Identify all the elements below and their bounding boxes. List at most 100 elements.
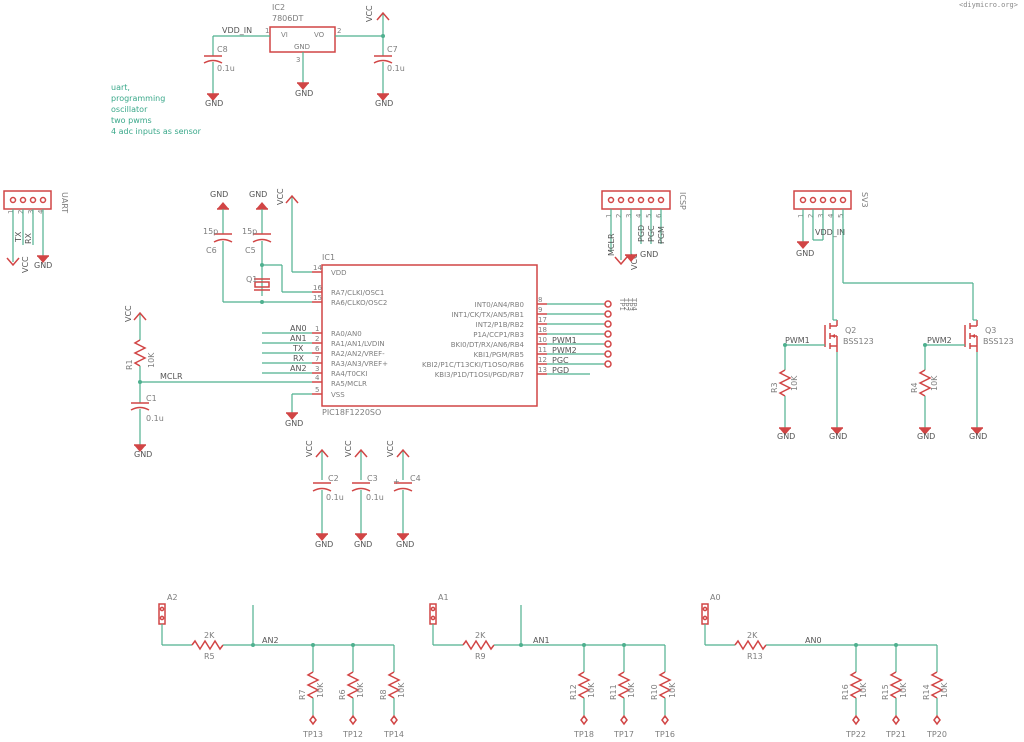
ic1-pin-rb7: KBI3/P1D/T1OSI/PGD/RB7 — [435, 371, 524, 379]
sv3-pin3: 3 — [817, 214, 825, 218]
ic1-pnum-6: 6 — [315, 345, 320, 353]
c2-gnd-text: GND — [315, 540, 333, 549]
sensor-r-val: 10K — [899, 682, 908, 698]
uart-ref: UART — [60, 192, 69, 213]
ic1-pnum-16: 16 — [313, 284, 322, 292]
q3-part: BSS123 — [983, 337, 1014, 346]
c2-vcc-text: VCC — [305, 440, 314, 457]
c6-ref: C6 — [206, 246, 217, 255]
q2-gnd-text: GND — [829, 432, 847, 441]
regulator-ic2: IC2 7806DT VI VO GND 1 2 3 VDD_IN GND VC… — [203, 3, 405, 108]
icsp-ref: ICSP — [678, 192, 687, 210]
ic1-net-tx: TX — [292, 344, 304, 353]
net-vdd-in: VDD_IN — [222, 26, 252, 35]
sensor-testpoint-label: TP22 — [845, 730, 866, 739]
sensor-r-val: 10K — [940, 682, 949, 698]
ic1-net-pgd: PGD — [552, 366, 569, 375]
c3-ref: C3 — [367, 474, 378, 483]
r4-val: 10K — [930, 375, 939, 391]
sensor-testpoint-label: TP13 — [302, 730, 323, 739]
ic1-pnum-2: 2 — [315, 335, 319, 343]
icsp-vcc-text: VCC — [630, 253, 639, 270]
svg-text:+: + — [393, 477, 400, 486]
uart-pin3: 3 — [27, 210, 35, 214]
r1-ref: R1 — [125, 359, 134, 370]
ic1-net-pgc: PGC — [552, 356, 569, 365]
sensor-r-ref: R8 — [379, 689, 388, 700]
ic1-pnum-15: 15 — [313, 294, 322, 302]
sensor-r-val: 10K — [587, 682, 596, 698]
sv3-pin5: 5 — [837, 214, 845, 218]
c3-val: 0.1u — [366, 493, 384, 502]
q1-ref: Q1 — [246, 275, 257, 284]
c4-gnd-text: GND — [396, 540, 414, 549]
ic1-pnum-4: 4 — [315, 374, 320, 382]
tp4-label: TP4 — [630, 297, 638, 311]
ic1-pin-ra4: RA4/T0CKI — [331, 370, 367, 378]
design-notes: uart, programming oscillator two pwms 4 … — [111, 83, 202, 136]
ic1-pin-rb4: BKI0/DT/RX/AN6/RB4 — [451, 341, 525, 349]
ic1-pin-vss: VSS — [331, 391, 345, 399]
ic1-part: PIC18F1220SO — [322, 408, 381, 417]
ic1-pin-rb2: INT2/P1B/RB2 — [476, 321, 524, 329]
ic1-pnum-1: 1 — [315, 325, 319, 333]
ic1-net-an0: AN0 — [290, 324, 307, 333]
c1-gnd-text: GND — [134, 450, 152, 459]
sensor-r-ref: R14 — [922, 684, 931, 700]
ic1-pin-ra2: RA2/AN2/VREF- — [331, 350, 385, 358]
tp2-label: TP2 — [622, 297, 630, 311]
q2-pwm1-net: PWM1 — [785, 336, 810, 345]
uart-rx-net: RX — [24, 232, 33, 244]
icsp-pgc-net: PGC — [647, 225, 656, 242]
ic1-pin-vdd: VDD — [331, 269, 347, 277]
c6-val: 15p — [203, 227, 218, 236]
ic1-pnum-13: 13 — [538, 366, 547, 374]
c7-val: 0.1u — [387, 64, 405, 73]
icsp-connector: ICSP 1 2 3 4 5 6 MCLR PGD PGC PGM VCC GN… — [601, 190, 687, 270]
sensor-r-ref: R10 — [650, 684, 659, 700]
ic2-vo-label: VO — [314, 31, 325, 39]
reset-network: VCC MCLR R1 10K GND C1 0.1u — [124, 305, 312, 459]
sensor-r-val: 10K — [627, 682, 636, 698]
sensor-r-val: 10K — [668, 682, 677, 698]
uart-gnd-text: GND — [34, 261, 52, 270]
uart-tx-net: TX — [14, 231, 23, 243]
ic2-ref: IC2 — [272, 3, 285, 12]
sensor-conn-ref: A2 — [167, 593, 178, 602]
ic1-net-an1: AN1 — [290, 334, 307, 343]
ic2-gnd-label: GND — [294, 43, 310, 51]
ic1-pin-rb1: INT1/CK/TX/AN5/RB1 — [451, 311, 524, 319]
ic1-pnum-14: 14 — [313, 264, 322, 272]
decoupling-caps: VCC GND C2 0.1u VCC GND C3 0.1u VCC + GN… — [305, 440, 421, 549]
q2-part: BSS123 — [843, 337, 874, 346]
c6-gnd-text: GND — [210, 190, 228, 199]
ic1-pin-ra6: RA6/CLKO/OSC2 — [331, 299, 387, 307]
ic1-net-an2: AN2 — [290, 364, 307, 373]
sensor-r-ref: R7 — [298, 689, 307, 700]
r1-val: 10K — [147, 352, 156, 368]
c8-ref: C8 — [217, 45, 228, 54]
r3-val: 10K — [790, 375, 799, 391]
r4-gnd-text: GND — [917, 432, 935, 441]
mcu-ic1: IC1 PIC18F1220SO VCC VDD RA7/CLKI/OSC1 R… — [262, 188, 638, 428]
ic1-vcc-text: VCC — [276, 188, 285, 205]
sensor-r-ref: R6 — [338, 689, 347, 700]
ic1-pnum-11: 11 — [538, 346, 547, 354]
ic1-pnum-12: 12 — [538, 356, 547, 364]
icsp-pgd-net: PGD — [637, 225, 646, 242]
sv3-gnd-text: GND — [796, 249, 814, 258]
sensor-conn-ref: A0 — [710, 593, 721, 602]
c3-gnd-text: GND — [354, 540, 372, 549]
sensor-rs-val: 2K — [204, 631, 215, 640]
c7-ref: C7 — [387, 45, 398, 54]
ic2-pin2: 2 — [337, 27, 341, 35]
ic2-gnd-text: GND — [295, 89, 313, 98]
ic1-pin-ra7: RA7/CLKI/OSC1 — [331, 289, 384, 297]
r1-vcc-text: VCC — [124, 305, 133, 322]
icsp-pin3: 3 — [625, 214, 633, 218]
c8-val: 0.1u — [217, 64, 235, 73]
